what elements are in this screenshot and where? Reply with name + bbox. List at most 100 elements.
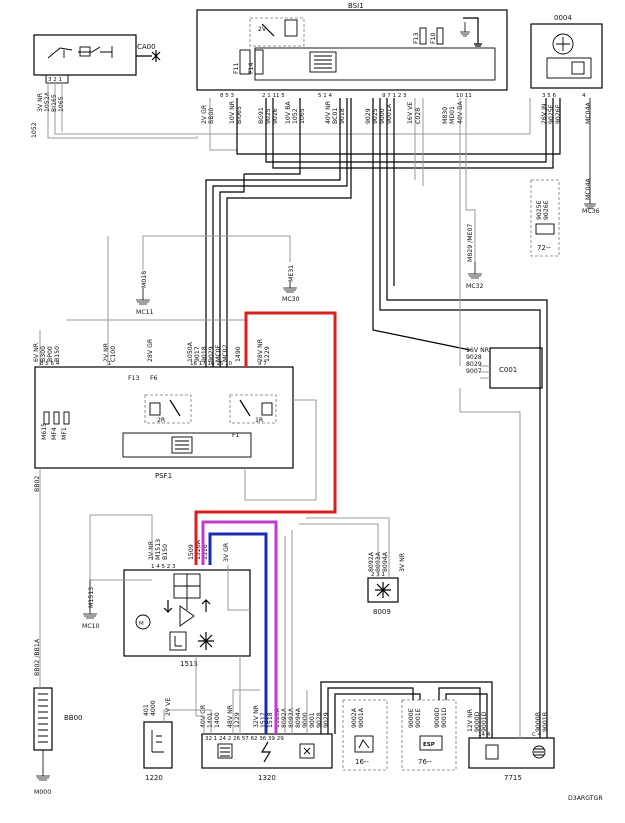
svg-text:C 4: C 4 (532, 732, 542, 738)
psf-label-6: C100 (110, 346, 117, 362)
c7715-label-4: 9000B (535, 712, 542, 732)
bsi-label-4: BI065 (236, 106, 243, 124)
bsi-label-16: 16V VE (407, 102, 414, 124)
bsi-label-8: 10V BA (285, 101, 292, 124)
psf-label-5: 2V NR (103, 342, 110, 362)
psf-label-3: BP00 (47, 346, 54, 362)
c8009-label-4: 3V NR (399, 552, 406, 572)
c1320-label-7: 1517 (260, 712, 267, 728)
svg-text:ME31: ME31 (288, 265, 295, 282)
svg-text:1 4 5 2 3: 1 4 5 2 3 (151, 564, 176, 570)
ground-m000-label: M000 (34, 789, 51, 796)
component-0004: 0004 3 5 6 4 26V JN 9025E 9026E MC04A (530, 14, 603, 124)
c8009-label-1: 8092A (368, 551, 375, 572)
component-8009: 8009 2 3 1 8092A 8093A 8094A 3V NR (367, 551, 406, 616)
component-16: 9002A 9001A 16-- (342, 699, 388, 771)
c7715-label-1: 12V NR (467, 708, 474, 732)
psf1-id: PSF1 (155, 472, 172, 480)
psf-mlabel-1: M615 (41, 423, 48, 440)
svg-text:3 2 1: 3 2 1 (48, 77, 62, 83)
diagram-ref: D3ARGTGR (568, 795, 603, 802)
bsi-label-3: 10V NR (229, 100, 236, 124)
psf-label-8: 1050A (187, 341, 194, 362)
bsi-label-19: C028 (415, 108, 422, 124)
ground-mc32-label: MC32 (466, 283, 484, 290)
bsi-label-9: 1052 (292, 108, 299, 124)
c001-label-1: 16V NR (466, 347, 490, 354)
psf-label-16: 1229 (264, 346, 271, 362)
bsi-label-1: 2V GR (201, 104, 208, 124)
ground-mc11-label: MC11 (136, 309, 154, 316)
fuse-f13-bsi: F13 (413, 33, 420, 44)
bsi-label-10: 1065 (299, 108, 306, 124)
bsi-label-15: 9025 (372, 108, 379, 124)
psf-label-10: 9018 (201, 346, 208, 362)
ground-mc30-label: MC30 (282, 296, 300, 303)
svg-text:2 1 11 5: 2 1 11 5 (262, 93, 285, 99)
component-bb00: BB00 BB02 BB02 /BB1A (33, 476, 83, 751)
bsi-label-11: 40V NR (325, 100, 332, 124)
ca00-id: CA00 (137, 43, 156, 51)
svg-text:4: 4 (582, 93, 586, 99)
ground-mc32: M829 /ME07 MC32 (466, 224, 484, 290)
svg-text:32 1 24 2 26 57 62 36 39 29: 32 1 24 2 26 57 62 36 39 29 (205, 736, 284, 742)
wire-red (194, 311, 337, 565)
bsi-label-6: 9025 (265, 108, 272, 124)
bsi-label-20: M830 (442, 107, 449, 124)
c1220-id: 1220 (145, 774, 163, 782)
c8009-label-3: 8094A (382, 551, 389, 572)
bsi1-relay-label: 2V (258, 26, 267, 33)
psf-mlabel-2: MF4 (51, 427, 58, 440)
bsi-label-12: BC01 (332, 108, 339, 124)
lightning-icon (260, 741, 272, 763)
svg-text:8 5 6 4: 8 5 6 4 (40, 361, 60, 367)
svg-text:M018: M018 (141, 271, 148, 288)
c76-label-3: 9000D (434, 707, 441, 728)
fuse-f11: F11 (233, 63, 240, 74)
svg-text:M: M (139, 621, 144, 627)
c16-label-1: 9002A (351, 707, 358, 728)
bsi-label-5: BG91 (258, 107, 265, 124)
pressure-switch-icon (375, 582, 391, 598)
c001-label-2: 9028 (466, 354, 482, 361)
ground-mc30: ME31 MC30 (282, 265, 300, 303)
fuse-f10: F10 (430, 33, 437, 44)
c004-label-1: 26V JN (541, 103, 548, 124)
c1513-label-4: 1509 (188, 544, 195, 560)
c1320-label-14: 9001 (309, 712, 316, 728)
c1220-label-3: 2V VE (165, 698, 172, 716)
c004-label-3: 9026E (555, 104, 562, 124)
c76-label-2: 9001E (415, 708, 422, 728)
svg-text:M1513: M1513 (88, 587, 95, 608)
component-c001: C001 16V NR 9028 8029 9007 (466, 347, 543, 389)
svg-text:3 5 6: 3 5 6 (542, 93, 556, 99)
svg-text:M829 /ME07: M829 /ME07 (467, 224, 474, 262)
svg-text:14 4: 14 4 (478, 732, 491, 738)
c1320-label-16: 9029 (323, 712, 330, 728)
c1513-label-3: B150 (162, 544, 169, 560)
psf-label-4: B150 (54, 346, 61, 362)
c72-id: 72-- (537, 244, 551, 252)
component-1220: 1220 401 4000 2V VE (143, 698, 173, 782)
c1513-label-7: 3V GR (223, 542, 230, 562)
c1320-label-12: 8094A (295, 707, 302, 728)
component-72: 9025E 9026E 72-- MC04A MC36 (530, 177, 600, 257)
c1320-label-5: 1229 (234, 712, 241, 728)
c1320-label-15: 9028 (316, 712, 323, 728)
bb00-label-1: BB02 (34, 476, 41, 492)
svg-text:9 7 1 2 3: 9 7 1 2 3 (382, 93, 407, 99)
bsi-label-18: 9001A (386, 103, 393, 124)
c001-label-4: 9007 (466, 368, 482, 375)
bsi-label-14: 9029 (365, 108, 372, 124)
bsi-label-2: BB00 (208, 108, 215, 124)
ground-m000: M000 (34, 750, 51, 796)
c7715-label-3: 9001D (481, 711, 488, 732)
ground-mc10-label: MC10 (82, 623, 100, 630)
c76-label-4: 9001D (441, 707, 448, 728)
c1320-label-3: 1400 (214, 712, 221, 728)
psf-label-14: 1490 (235, 346, 242, 362)
psf-label-12: MC0F (215, 344, 222, 362)
c001-id: C001 (499, 366, 517, 374)
c7715-id: 7715 (504, 774, 522, 782)
